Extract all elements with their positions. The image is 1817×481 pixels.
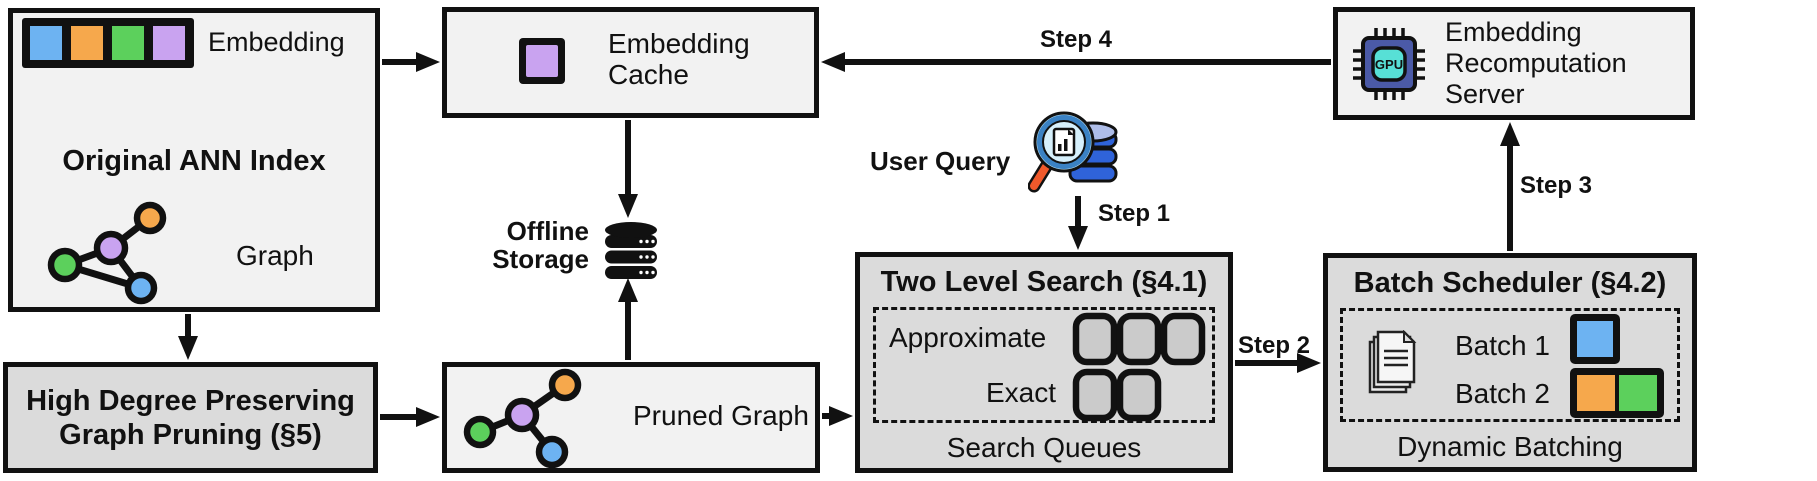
arrow-ann-to-pruning <box>178 314 198 360</box>
embedding-strip <box>22 18 194 68</box>
server-line2: Recomputation <box>1445 48 1627 78</box>
user-query-label: User Query <box>870 146 1011 176</box>
graph-label: Graph <box>236 240 314 271</box>
ann-graph-illustration <box>47 201 167 305</box>
pruned-node-green <box>463 415 497 449</box>
approximate-label: Approximate <box>889 322 1047 353</box>
embedding-cache-line2: Cache <box>608 59 689 90</box>
graph-pruning-line1: High Degree Preserving <box>26 384 355 417</box>
recomputation-server-label: Embedding Recomputation Server <box>1445 17 1627 110</box>
offline-storage-line1: Offline <box>506 216 589 246</box>
pruned-node-blue <box>535 435 569 468</box>
gpu-chip-icon: GPU <box>1353 28 1425 100</box>
two-level-search-title: Two Level Search (§4.1) <box>880 266 1208 298</box>
batch2-cell-orange <box>1577 375 1615 411</box>
arrow-step2 <box>1235 353 1321 373</box>
batch1-cell-blue <box>1577 321 1613 357</box>
recomputation-server-box: GPU Embedding Recomputation Server <box>1333 7 1695 120</box>
pruned-graph-box: Pruned Graph <box>442 362 820 473</box>
approximate-queue-slots <box>1072 312 1206 366</box>
arrow-cache-to-storage <box>618 120 638 218</box>
embedding-cache-line1: Embedding <box>608 28 750 59</box>
gpu-chip-label: GPU <box>1375 57 1403 72</box>
original-ann-index-title: Original ANN Index <box>62 145 326 177</box>
batch2-cell-green <box>1619 375 1657 411</box>
dynamic-batching-panel <box>1340 308 1680 422</box>
embedding-cell-orange <box>71 26 103 60</box>
dynamic-batching-label: Dynamic Batching <box>1397 431 1623 462</box>
graph-pruning-box: High Degree Preserving Graph Pruning (§5… <box>3 362 378 473</box>
embedding-cache-label: Embedding Cache <box>608 28 750 90</box>
search-queues-label: Search Queues <box>946 432 1142 463</box>
cached-embedding-square <box>519 38 565 84</box>
exact-queue-slots <box>1072 368 1162 422</box>
embedding-cell-green <box>112 26 144 60</box>
pruned-graph-label: Pruned Graph <box>633 400 809 431</box>
graph-node-purple <box>93 230 129 266</box>
arrow-pruned-graph-to-storage <box>618 278 638 360</box>
offline-storage-line2: Storage <box>492 244 589 274</box>
arrow-step3 <box>1500 122 1520 251</box>
server-line1: Embedding <box>1445 17 1582 47</box>
batch-scheduler-box: Batch Scheduler (§4.2) Batch 1 Batch 2 D… <box>1323 253 1697 472</box>
batch1-label: Batch 1 <box>1455 330 1550 361</box>
pruned-graph-illustration <box>463 368 582 468</box>
embedding-strip-label: Embedding <box>208 27 345 57</box>
embedding-strip-frame <box>22 18 194 68</box>
embedding-cell-blue <box>30 26 62 60</box>
documents-icon <box>1368 330 1417 394</box>
embedding-cache-box: Embedding Cache <box>442 7 819 118</box>
user-query-icon <box>1028 111 1118 193</box>
batch2-label: Batch 2 <box>1455 378 1550 409</box>
arrow-step4 <box>821 52 1331 72</box>
two-level-search-box: Two Level Search (§4.1) Approximate Exac… <box>855 252 1233 473</box>
arrow-step1 <box>1068 196 1088 250</box>
step1-label: Step 1 <box>1098 200 1171 227</box>
database-icon <box>605 222 657 279</box>
offline-storage-label: Offline Storage <box>449 217 589 273</box>
step2-label: Step 2 <box>1238 332 1311 359</box>
embedding-cell-purple <box>153 26 185 60</box>
arrow-pruning-to-pruned-graph <box>380 407 440 427</box>
server-line3: Server <box>1445 79 1525 109</box>
step4-label: Step 4 <box>1040 26 1113 53</box>
batch2-squares <box>1570 368 1664 418</box>
search-queues-panel <box>873 307 1215 423</box>
graph-node-blue <box>124 271 158 305</box>
batch1-squares <box>1570 314 1620 364</box>
batch-scheduler-title: Batch Scheduler (§4.2) <box>1353 267 1667 299</box>
arrow-ann-to-cache <box>382 52 440 72</box>
query-document-glyph <box>1052 127 1076 157</box>
graph-node-green <box>47 247 83 283</box>
pruned-node-orange <box>548 368 582 402</box>
arrow-pruned-graph-to-search <box>822 406 853 426</box>
pruned-node-purple <box>504 397 540 433</box>
graph-node-orange <box>133 201 167 235</box>
step3-label: Step 3 <box>1520 172 1593 199</box>
graph-pruning-line2: Graph Pruning (§5) <box>59 418 322 451</box>
original-ann-index-box: Embedding Original ANN Index Graph <box>8 8 380 312</box>
exact-label: Exact <box>986 377 1057 408</box>
